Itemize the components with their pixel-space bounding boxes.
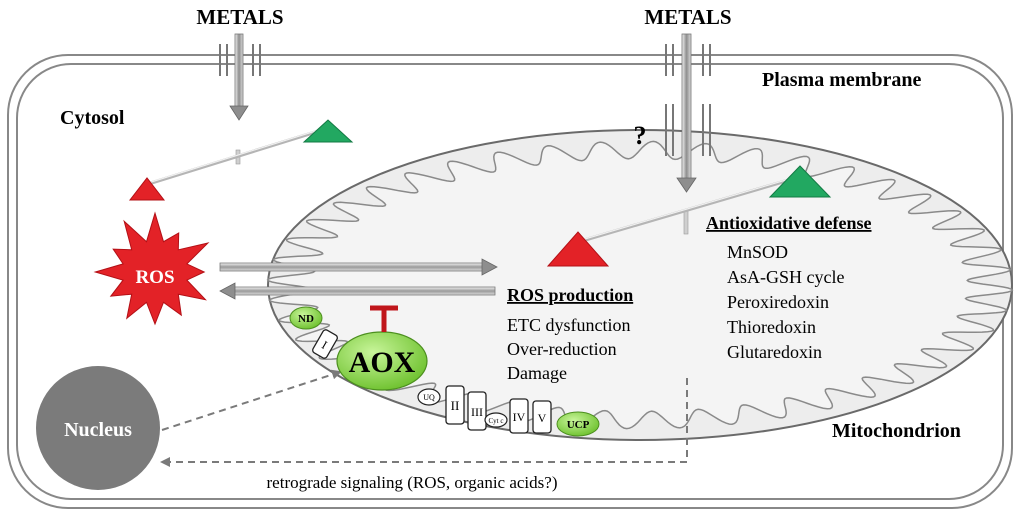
ros-production-item: Damage xyxy=(507,363,567,383)
mitochondrial-defense-triangle xyxy=(768,165,832,198)
complex-iii-label: III xyxy=(471,405,483,419)
metal-influx-arrow-right xyxy=(676,33,697,193)
ucp-protein xyxy=(556,411,600,437)
uq-label: UQ xyxy=(423,393,435,402)
nucleus-label: Nucleus xyxy=(64,419,132,441)
complex-i-label: I xyxy=(319,338,329,352)
nucleus-to-aox-signaling-arrow xyxy=(161,369,342,431)
ros-production-title: ROS production xyxy=(507,285,633,305)
complex-v-label: V xyxy=(538,411,547,425)
cytosol-label: Cytosol xyxy=(60,107,125,129)
complex-iv-label: IV xyxy=(513,410,526,424)
retrograde-signaling-label: retrograde signaling (ROS, organic acids… xyxy=(267,473,558,492)
ros-production-item: ETC dysfunction xyxy=(507,315,631,335)
antioxidative-defense-item: Thioredoxin xyxy=(727,317,816,337)
aox-label: AOX xyxy=(349,346,416,379)
plasma-membrane-channel-left xyxy=(219,44,261,76)
antioxidative-defense-item: MnSOD xyxy=(727,242,788,262)
complex-i xyxy=(312,329,338,359)
ros-export-arrow xyxy=(219,258,498,276)
ros-burst xyxy=(93,211,210,326)
metal-influx-arrow-left xyxy=(229,33,249,121)
nd-enzyme xyxy=(289,306,323,330)
plasma-membrane-channel-right xyxy=(665,44,711,76)
unknown-transport-mark: ? xyxy=(634,121,647,150)
complex-iv xyxy=(509,398,529,434)
complex-v xyxy=(532,400,552,434)
nucleus xyxy=(36,366,160,490)
retrograde-signaling-path xyxy=(160,378,688,467)
mitochondrial-ros-triangle xyxy=(546,231,610,267)
ros-label: ROS xyxy=(135,267,174,288)
mitochondrial-membrane-channel xyxy=(665,104,711,156)
electron-transport-chain: I UQ II III Cyt c IV V xyxy=(312,329,552,434)
antioxidative-defense-item: AsA-GSH cycle xyxy=(727,267,844,287)
complex-ii xyxy=(445,385,465,425)
antioxidative-defense-item: Glutaredoxin xyxy=(727,342,822,362)
metals-label-right: METALS xyxy=(644,5,731,29)
mitochondrial-redox-balance xyxy=(546,165,832,267)
aox-inhibition-symbol xyxy=(370,305,398,332)
ros-release-arrow xyxy=(219,282,496,300)
cytosol-redox-balance xyxy=(128,119,354,201)
ros-production-item: Over-reduction xyxy=(507,339,617,359)
cytochrome-c xyxy=(484,412,508,428)
plasma-membrane-label: Plasma membrane xyxy=(762,69,922,91)
ucp-label: UCP xyxy=(567,419,590,431)
mitochondrion-label: Mitochondrion xyxy=(832,420,961,442)
metals-label-left: METALS xyxy=(196,5,283,29)
cytochrome-c-label: Cyt c xyxy=(489,417,504,425)
complex-iii xyxy=(467,391,487,431)
antioxidative-defense-title: Antioxidative defense xyxy=(706,213,872,233)
nd-label: ND xyxy=(298,313,314,325)
complex-ii-label: II xyxy=(451,398,460,413)
uq-pool xyxy=(417,388,441,406)
cytosol-defense-triangle xyxy=(302,119,354,143)
cytosol-ros-triangle xyxy=(128,177,166,201)
antioxidative-defense-item: Peroxiredoxin xyxy=(727,292,829,312)
